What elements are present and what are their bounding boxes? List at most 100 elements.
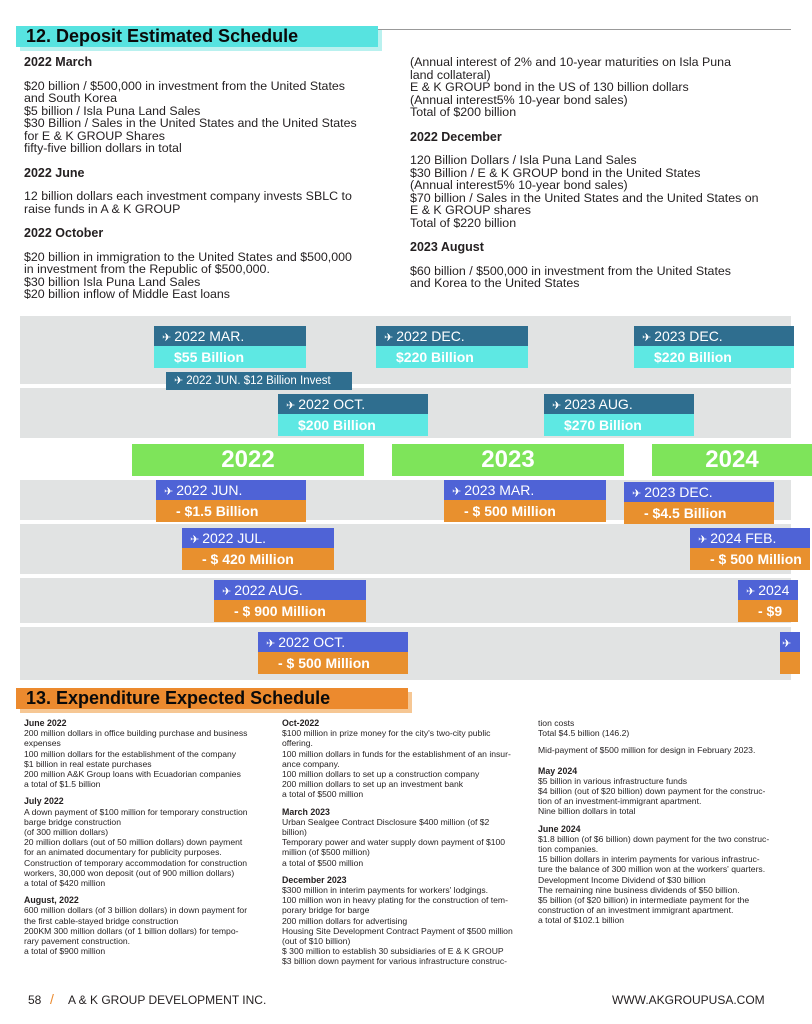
expense-box: ✈2023 DEC. - $4.5 Billion [624,482,774,524]
block-text: 200 million dollars in office building p… [24,728,248,790]
expense-date: ✈2022 OCT. [258,632,408,652]
block-text: (Annual interest of 2% and 10-year matur… [410,55,731,119]
sblc-invest-label: ✈2022 JUN. $12 Billion Invest [166,372,352,390]
expense-amount [780,652,800,674]
block-heading: June 2022 [24,718,67,728]
expense-date: ✈2024 FEB. [690,528,810,548]
deposit-date: ✈2022 DEC. [376,326,528,346]
deposit-amount: $200 Billion [278,414,428,436]
expense-date: ✈2022 JUN. [156,480,306,500]
block-heading: 2022 October [24,226,104,240]
expense-amount: - $9 [738,600,798,622]
block-text: A down payment of $100 million for tempo… [24,806,248,889]
expense-date: ✈2024 [738,580,798,600]
year-bar: 2023 [392,444,624,476]
schedule-timeline: ✈2022 MAR. $55 Billion ✈2022 DEC. $220 B… [20,316,812,680]
expense-box: ✈2024 FEB. - $ 500 Million [690,528,810,570]
company-name: A & K GROUP DEVELOPMENT INC. [68,993,267,1007]
pin-icon: ✈ [552,400,562,412]
block-text: 600 million dollars (of 3 billion dollar… [24,905,248,957]
expense-amount: - $ 500 Million [258,652,408,674]
expense-box: ✈2022 AUG. - $ 900 Million [214,580,366,622]
pin-icon: ✈ [698,534,708,546]
expenditure-col-1: June 2022 200 million dollars in office … [24,718,270,963]
section-12-title: 12. Deposit Estimated Schedule [16,26,378,47]
block-text: $300 million in interim payments for wor… [282,885,513,967]
pin-icon: ✈ [452,486,462,498]
expense-box: ✈2022 OCT. - $ 500 Million [258,632,408,674]
pin-icon: ✈ [384,332,394,344]
deposit-right-column: (Annual interest of 2% and 10-year matur… [410,56,780,302]
expense-amount: - $4.5 Billion [624,502,774,524]
expense-box: ✈ [780,632,800,674]
expenditure-col-2: Oct-2022 $100 million in prize money for… [282,718,528,974]
deposit-amount: $220 Billion [376,346,528,368]
deposit-amount: $270 Billion [544,414,694,436]
expense-date: ✈2022 JUL. [182,528,334,548]
expense-amount: - $ 500 Million [444,500,606,522]
block-heading: December 2023 [282,874,347,885]
pin-icon: ✈ [286,400,296,412]
deposit-box: ✈2023 AUG. $270 Billion [544,394,694,436]
expenditure-col-3: tion costs Total $4.5 billion (146.2) Mi… [538,718,788,933]
timeline-band [20,578,791,623]
block-text: $1.8 billion (of $6 billion) down paymen… [538,833,770,926]
block-heading: 2022 June [24,165,85,180]
expense-box: ✈2022 JUL. - $ 420 Million [182,528,334,570]
year-bar: 2022 [132,444,364,476]
block-text: $5 billion in various infrastructure fun… [538,775,766,817]
website-link[interactable]: WWW.AKGROUPUSA.COM [612,993,765,1007]
expense-date: ✈2023 DEC. [624,482,774,502]
pin-icon: ✈ [782,638,792,650]
block-text: Urban Sealgee Contract Disclosure $400 m… [282,816,506,868]
deposit-date: ✈2023 AUG. [544,394,694,414]
block-text: $20 billion / $500,000 in investment fro… [24,78,357,155]
page-number: 58 [28,993,42,1007]
year-bar: 2024 [652,444,812,476]
expense-date: ✈ [780,632,800,652]
block-text: 120 Billion Dollars / Isla Puna Land Sal… [410,153,759,230]
block-heading: June 2024 [538,823,581,834]
pin-icon: ✈ [164,486,174,498]
block-text: tion costs Total $4.5 billion (146.2) [538,718,630,739]
pin-icon: ✈ [632,488,642,500]
pin-icon: ✈ [174,375,184,387]
deposit-amount: $220 Billion [634,346,794,368]
block-heading: August, 2022 [24,895,79,906]
block-text: $20 billion in immigration to the United… [24,249,352,301]
deposit-date: ✈2022 OCT. [278,394,428,414]
block-heading: 2023 August [410,240,484,254]
block-heading: Oct-2022 [282,718,320,728]
deposit-box: ✈2022 MAR. $55 Billion [154,326,306,368]
deposit-date: ✈2022 MAR. [154,326,306,346]
expense-box: ✈2022 JUN. - $1.5 Billion [156,480,306,522]
pin-icon: ✈ [162,332,172,344]
deposit-box: ✈2022 DEC. $220 Billion [376,326,528,368]
block-text: $60 billion / $500,000 in investment fro… [410,263,731,290]
timeline-band [20,524,791,574]
expense-amount: - $ 500 Million [690,548,810,570]
expense-date: ✈2023 MAR. [444,480,606,500]
block-heading: May 2024 [538,765,578,776]
section-13-title: 13. Expenditure Expected Schedule [16,688,408,709]
block-heading: 2022 March [24,55,93,69]
block-heading: 2022 December [410,129,502,144]
deposit-box: ✈2023 DEC. $220 Billion [634,326,794,368]
block-text: $100 million in prize money for the city… [282,728,511,800]
pin-icon: ✈ [190,534,200,546]
expense-amount: - $ 420 Million [182,548,334,570]
footer-slash: / [50,991,54,1007]
block-text: Mid-payment of $500 million for design i… [538,745,756,756]
block-heading: July 2022 [24,796,64,807]
deposit-amount: $55 Billion [154,346,306,368]
deposit-date: ✈2023 DEC. [634,326,794,346]
pin-icon: ✈ [746,586,756,598]
deposit-box: ✈2022 OCT. $200 Billion [278,394,428,436]
pin-icon: ✈ [222,586,232,598]
deposit-left-column: 2022 March $20 billion / $500,000 in inv… [24,56,394,313]
pin-icon: ✈ [642,332,652,344]
pin-icon: ✈ [266,638,276,650]
expense-amount: - $ 900 Million [214,600,366,622]
expense-amount: - $1.5 Billion [156,500,306,522]
expense-date: ✈2022 AUG. [214,580,366,600]
